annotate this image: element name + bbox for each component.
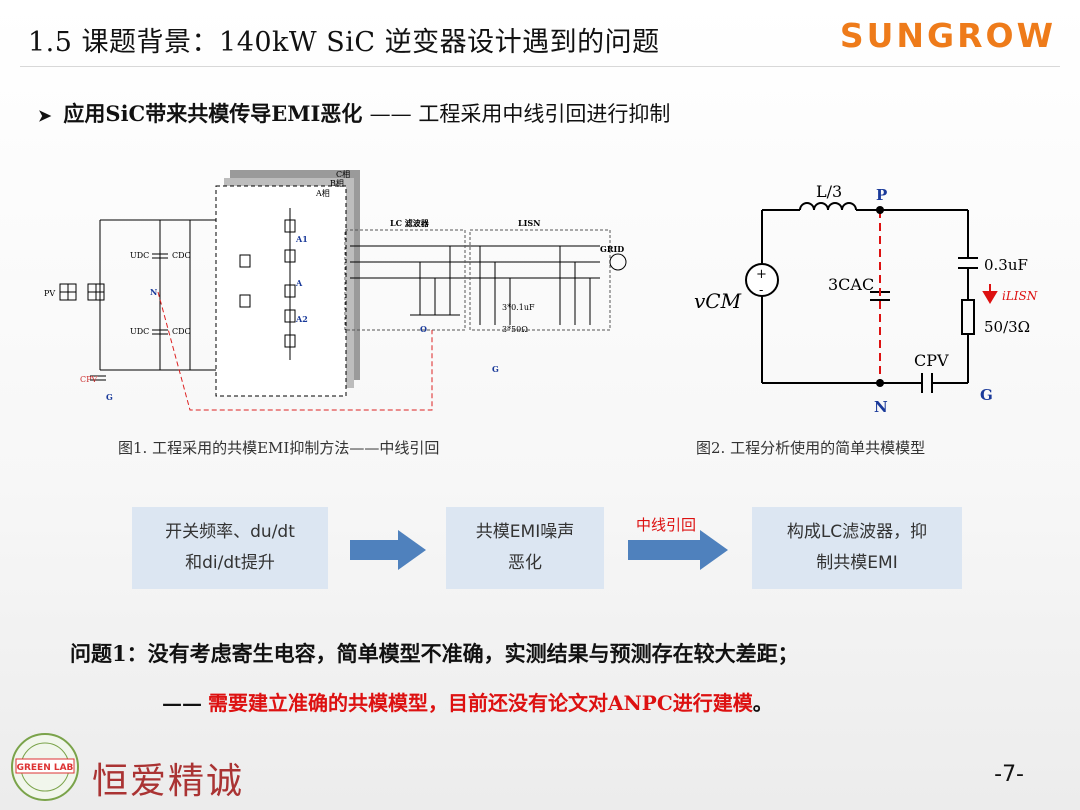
g-label: G (106, 392, 113, 402)
header-divider (20, 66, 1060, 67)
node-a1-label: A1 (295, 234, 308, 244)
node-a2-label: A2 (295, 314, 308, 324)
flow-box-effect-line2: 恶化 (508, 553, 542, 573)
p-label: P (876, 186, 887, 204)
bullet-main: 应用SiC带来共模传导EMI恶化 (63, 101, 363, 126)
problem-statement: 问题1：没有考虑寄生电容，简单模型不准确，实测结果与预测存在较大差距； (70, 641, 799, 666)
udc-bot-label: UDC (130, 327, 149, 336)
flow-box-effect-line1: 共模EMI噪声 (475, 522, 575, 543)
slide-title: 1.5 课题背景：140kW SiC 逆变器设计遇到的问题 (28, 27, 660, 58)
note-text: 需要建立准确的共模模型，目前还没有论文对ANPC进行建模 (208, 691, 753, 715)
cpv-label: CPV (80, 375, 98, 384)
flow-box-solution-line1: 构成LC滤波器，抑 (786, 522, 928, 543)
res-value-label: 3*50Ω (502, 325, 528, 334)
bullet-sub: —— 工程采用中线引回进行抑制 (369, 102, 671, 126)
flow-box-cause-line2: 和di/dt提升 (185, 553, 275, 573)
node-a-label: A (295, 278, 303, 288)
lc-filter-label: LC 滤波器 (390, 218, 430, 228)
cap-label: 0.3uF (984, 256, 1028, 274)
main-bullet: ➤ 应用SiC带来共模传导EMI恶化 —— 工程采用中线引回进行抑制 (38, 98, 670, 128)
phase-b-label: B相 (330, 178, 344, 188)
grid-source (609, 253, 627, 271)
udc-top-label: UDC (130, 251, 149, 260)
flow-arrow-label: 中线引回 (636, 516, 697, 534)
flow-box-effect: 共模EMI噪声 恶化 (446, 507, 604, 589)
inductor-label: L/3 (816, 182, 842, 201)
cpv-label-2: CPV (914, 351, 949, 370)
current-arrow-icon (982, 284, 998, 304)
flow-box-cause: 开关频率、du/dt 和di/dt提升 (132, 507, 328, 589)
current-label: iLISN (1002, 289, 1038, 303)
fig1-circuit: C相 B相 A相 UDC CDC UDC CDC PV N CPV G A1 A… (44, 169, 627, 411)
flow-arrow-1-icon (350, 530, 426, 570)
cac-label: 3CAC (828, 275, 874, 294)
brand-logo: SUNGROW (839, 16, 1056, 55)
note-dash: —— (162, 691, 202, 715)
flow-arrow-2-icon (628, 530, 728, 570)
fig1-caption: 图1. 工程采用的共模EMI抑制方法——中线引回 (118, 439, 440, 457)
flow-box-solution-line2: 制共模EMI (816, 553, 898, 573)
neutral-return-path (157, 291, 433, 411)
g-node-label: G (980, 386, 993, 404)
n-label: N (150, 287, 157, 297)
node-o-label: O (420, 324, 427, 334)
problem-note: ——需要建立准确的共模模型，目前还没有论文对ANPC进行建模。 (162, 687, 773, 716)
phase-c-label: C相 (336, 169, 350, 179)
note-end: 。 (752, 691, 773, 715)
cap-value-label: 3*0.1uF (502, 303, 535, 312)
res-label: 50/3Ω (984, 318, 1030, 336)
lisn-label: LISN (518, 218, 540, 228)
flow-box-solution: 构成LC滤波器，抑 制共模EMI (752, 507, 962, 589)
cdc-bot-label: CDC (172, 327, 191, 336)
pv-label: PV (44, 289, 55, 298)
flow-box-cause-line1: 开关频率、du/dt (165, 522, 295, 543)
vcm-label: vCM (694, 289, 742, 313)
green-lab-logo: GREEN LAB (11, 733, 79, 801)
bullet-arrow-icon: ➤ (38, 106, 52, 125)
logo-text: GREEN LAB (17, 763, 74, 773)
fig2-model: + - L/3 P N G vCM 3CAC CPV 0.3uF iLISN 5… (694, 182, 1038, 416)
vcm-plus: + (756, 267, 767, 282)
vcm-minus: - (759, 283, 763, 298)
vcm-source (745, 263, 779, 297)
fig2-caption: 图2. 工程分析使用的简单共模模型 (696, 439, 926, 457)
page-number: -7- (994, 762, 1024, 787)
n-node-label: N (874, 398, 888, 416)
cdc-top-label: CDC (172, 251, 191, 260)
lisn-g-label: G (492, 364, 499, 374)
footer-slogan: 恒爱精诚 (92, 761, 245, 802)
grid-label: GRID (600, 244, 624, 254)
phase-a-label: A相 (315, 188, 330, 198)
